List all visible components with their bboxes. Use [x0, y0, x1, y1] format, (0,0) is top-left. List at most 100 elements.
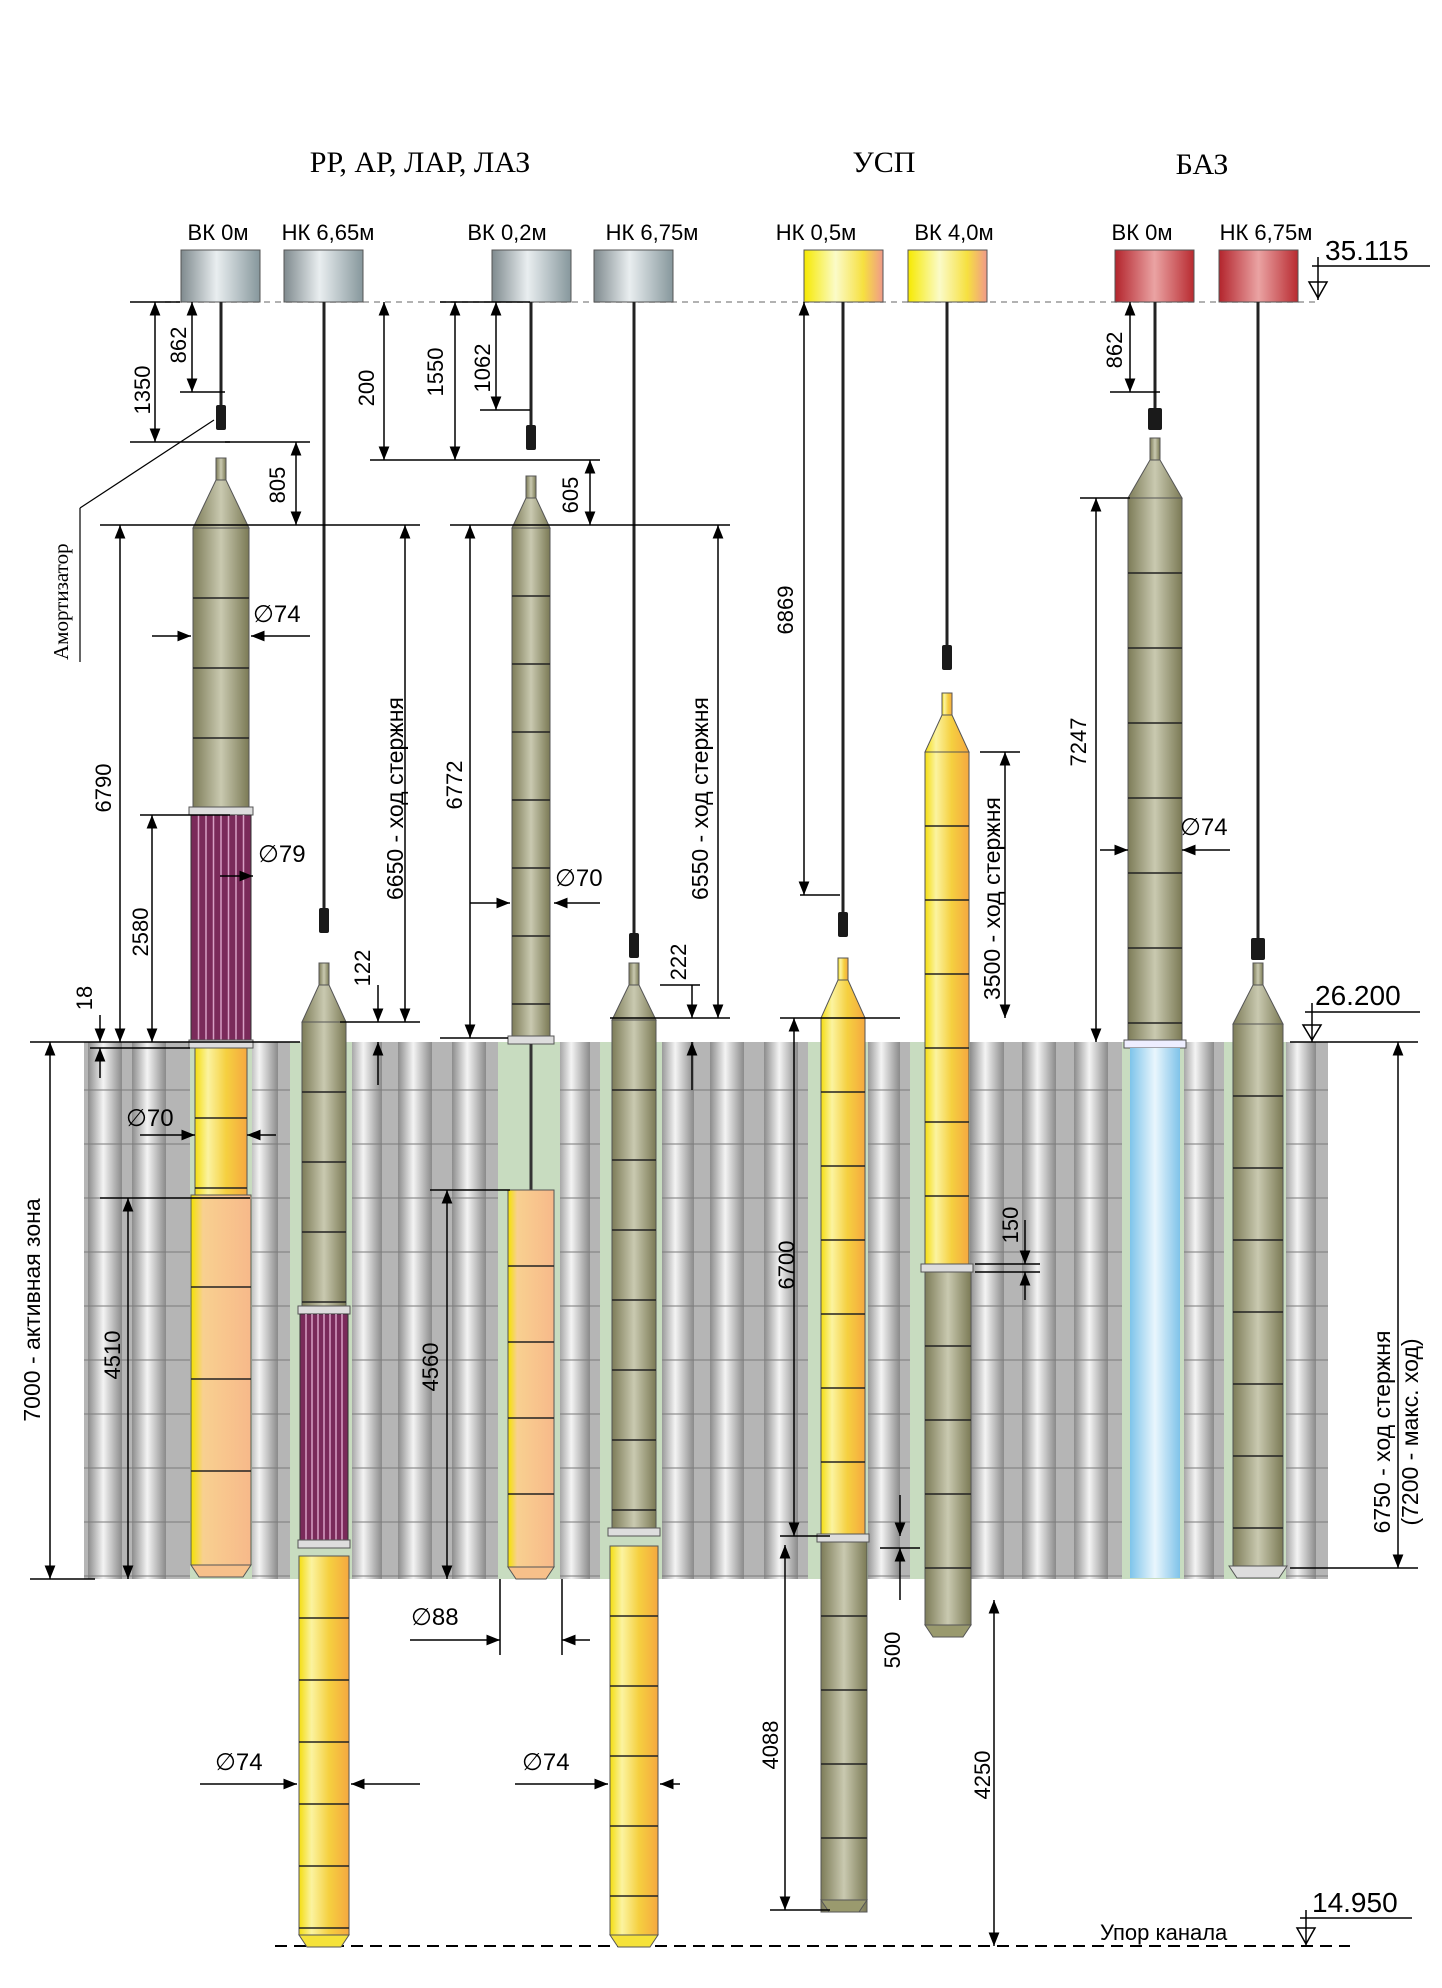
pos-nk665: НК 6,65м	[282, 220, 375, 245]
rod4-cone	[611, 984, 657, 1021]
rod5-cone	[820, 979, 866, 1019]
dim-4510: 4510	[100, 1331, 125, 1380]
dim-18: 18	[72, 986, 97, 1010]
rod5-ring	[816, 1533, 870, 1543]
head-nk675-b	[1218, 249, 1299, 303]
rod5-cap	[820, 1899, 868, 1913]
rod8-tip	[1252, 962, 1264, 986]
rod3-cone	[511, 497, 551, 529]
dim-862a: 862	[166, 327, 191, 364]
rod2-cap	[298, 1934, 350, 1948]
rod3-absorber	[507, 1189, 555, 1568]
pos-nk675-a: НК 6,75м	[606, 220, 699, 245]
rod7-cone	[1127, 459, 1183, 499]
amortizer-annotation: Амортизатор	[49, 419, 215, 662]
group-title-usp: УСП	[853, 146, 916, 179]
dim-805: 805	[265, 467, 290, 504]
dim-200: 200	[354, 370, 379, 407]
core-column	[348, 1042, 382, 1579]
dia-74b: ∅74	[215, 1749, 263, 1776]
head-vk02	[491, 249, 572, 303]
core-column	[556, 1042, 590, 1579]
dia-74d: ∅74	[1180, 814, 1228, 841]
dia-88: ∅88	[411, 1604, 459, 1631]
core-column	[660, 1042, 694, 1579]
dim-122: 122	[350, 950, 375, 987]
core-column	[764, 1042, 798, 1579]
core-column	[970, 1042, 1004, 1579]
dim-500: 500	[880, 1632, 905, 1669]
rod6-ring	[920, 1263, 974, 1273]
rod7-upper	[1127, 497, 1183, 1043]
label-stroke-6750: 6750 - ход стержня	[1369, 1331, 1395, 1534]
rod4-upper	[611, 1019, 657, 1531]
core-column	[1282, 1042, 1316, 1579]
amortizer-label: Амортизатор	[49, 543, 73, 660]
pos-vk02: ВК 0,2м	[467, 220, 546, 245]
connectors	[216, 405, 1265, 960]
pos-vk0-a: ВК 0м	[188, 220, 249, 245]
core-column	[132, 1042, 166, 1579]
rod2-yellow	[298, 1555, 350, 1936]
rod-heads	[180, 249, 1299, 303]
head-nk675-a	[593, 249, 674, 303]
core-column	[88, 1042, 122, 1579]
dia-70a: ∅70	[126, 1105, 174, 1132]
dimension-lines	[30, 301, 1418, 1946]
rod7-tip	[1149, 437, 1161, 461]
dim-7247: 7247	[1066, 718, 1091, 767]
label-stroke-6550: 6550 - ход стержня	[687, 697, 713, 900]
dim-1550: 1550	[423, 348, 448, 397]
cables	[219, 302, 1260, 938]
core-column	[398, 1042, 432, 1579]
rod1-absorber	[190, 1194, 252, 1566]
dim-6869: 6869	[773, 586, 798, 635]
label-active-zone: 7000 - активная зона	[19, 1198, 45, 1421]
dim-222: 222	[666, 944, 691, 981]
rod2-upper	[301, 1021, 347, 1309]
level-core-top: 26.200	[1315, 980, 1401, 1011]
dim-1350: 1350	[130, 366, 155, 415]
head-vk0-b	[1114, 249, 1195, 303]
rod8-cap	[1228, 1565, 1288, 1579]
dim-862b: 862	[1102, 332, 1127, 369]
rod1-tip	[215, 457, 227, 481]
rod3-tip	[525, 475, 537, 499]
rod3-cap	[507, 1566, 555, 1580]
dia-79: ∅79	[258, 841, 306, 868]
label-stroke-6650: 6650 - ход стержня	[382, 697, 408, 900]
dia-74c: ∅74	[522, 1749, 570, 1776]
dim-150: 150	[998, 1207, 1023, 1244]
rod5-yellow	[820, 1017, 866, 1537]
rod4-yellow	[609, 1545, 659, 1936]
rod3-upper	[511, 527, 551, 1039]
pos-vk40: ВК 4,0м	[914, 220, 993, 245]
rod5-lower	[820, 1541, 868, 1913]
rod6-cone	[924, 714, 970, 753]
core-column	[710, 1042, 744, 1579]
rod6-lower	[924, 1271, 972, 1626]
rod7-water	[1130, 1048, 1180, 1578]
level-bottom: 14.950	[1312, 1887, 1398, 1918]
rods	[188, 437, 1288, 1948]
rod5-tip	[837, 957, 849, 981]
rod8-cone	[1232, 984, 1284, 1025]
diameter-labels: ∅74 ∅79 ∅70 ∅70 ∅88 ∅74 ∅74 ∅74	[126, 601, 1228, 1776]
dia-74a: ∅74	[253, 601, 301, 628]
pos-nk05: НК 0,5м	[776, 220, 857, 245]
rod1-ring2	[188, 1039, 254, 1049]
core-column	[1022, 1042, 1056, 1579]
level-marks: 35.115 26.200 14.950 Упор канала	[1100, 235, 1430, 1946]
dim-6790: 6790	[91, 764, 116, 813]
rod4-ring	[607, 1527, 661, 1537]
dim-2580: 2580	[128, 908, 153, 957]
rod6-tip	[941, 692, 953, 716]
head-vk0-a	[180, 249, 261, 303]
head-nk05	[803, 249, 884, 303]
rod2-cone	[301, 984, 347, 1023]
core-column	[866, 1042, 900, 1579]
rod6-cap	[924, 1624, 972, 1638]
dim-4560: 4560	[418, 1343, 443, 1392]
rod3-ring	[507, 1035, 555, 1045]
